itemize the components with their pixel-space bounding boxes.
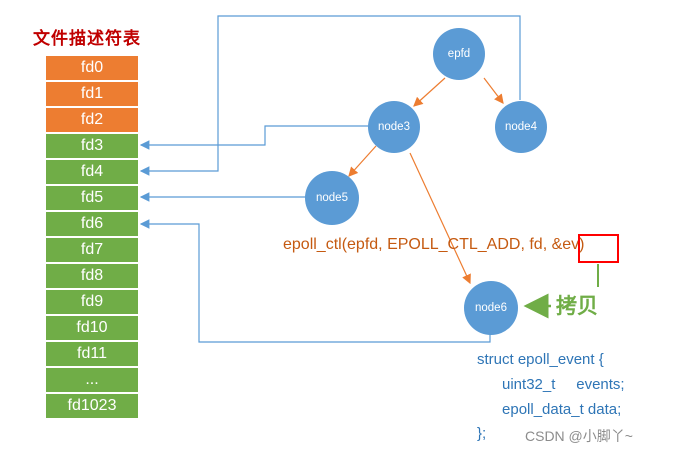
struct-line-3: epoll_data_t data; — [477, 401, 622, 418]
fd-row: fd1023 — [46, 394, 138, 420]
fd-row: fd10 — [46, 316, 138, 342]
fd-row: fd5 — [46, 186, 138, 212]
watermark: CSDN @小脚丫~ — [525, 428, 633, 444]
node-node5: node5 — [305, 171, 359, 225]
struct-line-2: uint32_t events; — [477, 376, 625, 393]
link-node6-fd6 — [139, 219, 491, 343]
fd-row: fd6 — [46, 212, 138, 238]
copy-label: 拷贝 — [556, 294, 598, 318]
struct-line-1: struct epoll_event { — [477, 351, 604, 368]
edge-node3-node6 — [409, 152, 471, 285]
struct-line-4: }; — [477, 425, 487, 442]
fd-row: fd8 — [46, 264, 138, 290]
edge-node3-node5 — [348, 145, 377, 177]
node-node3: node3 — [368, 101, 420, 153]
ev-highlight-box — [578, 234, 619, 263]
edge-epfd-node4 — [483, 77, 504, 104]
node-node4: node4 — [495, 101, 547, 153]
epoll-ctl-prefix: epoll_ctl(epfd, EPOLL_CTL_ADD, fd, — [283, 236, 552, 253]
fd-row: fd9 — [46, 290, 138, 316]
fd-row: fd11 — [46, 342, 138, 368]
fd-row: fd1 — [46, 82, 138, 108]
fd-row: fd7 — [46, 238, 138, 264]
link-node4-fd4 — [139, 15, 521, 176]
fd-row: fd0 — [46, 56, 138, 82]
epoll-ctl-arg: &ev) — [551, 236, 585, 253]
epoll-ctl-call: epoll_ctl(epfd, EPOLL_CTL_ADD, fd, &ev) — [283, 236, 584, 254]
fd-row: fd3 — [46, 134, 138, 160]
edge-epfd-node3 — [413, 77, 446, 107]
fd-row: fd4 — [46, 160, 138, 186]
node-epfd: epfd — [433, 28, 485, 80]
node-node6: node6 — [464, 281, 518, 335]
fd-table-title: 文件描述符表 — [33, 29, 141, 49]
link-node3-fd3 — [139, 125, 370, 150]
fd-row: fd2 — [46, 108, 138, 134]
fd-row: ... — [46, 368, 138, 394]
